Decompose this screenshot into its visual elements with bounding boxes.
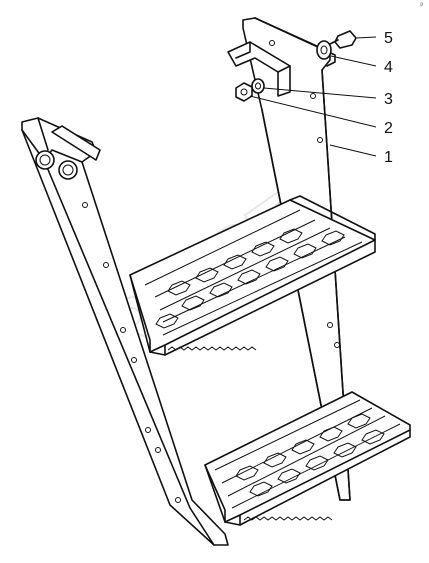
corner-mark: ᵖ xyxy=(420,2,423,9)
callout-5: 5 xyxy=(384,30,393,47)
front-stringer xyxy=(21,117,229,546)
callout-1: 1 xyxy=(384,149,393,166)
bolt-5 xyxy=(329,30,357,49)
leader-lines xyxy=(249,36,377,157)
callout-2: 2 xyxy=(384,120,393,137)
nut-2 xyxy=(235,82,253,102)
upper-step xyxy=(129,195,376,356)
hook-bracket xyxy=(227,41,291,97)
washer-4 xyxy=(316,40,332,60)
callout-4: 4 xyxy=(384,59,393,76)
washer-3 xyxy=(251,78,265,94)
lower-step xyxy=(204,391,411,526)
callout-3: 3 xyxy=(384,91,393,108)
